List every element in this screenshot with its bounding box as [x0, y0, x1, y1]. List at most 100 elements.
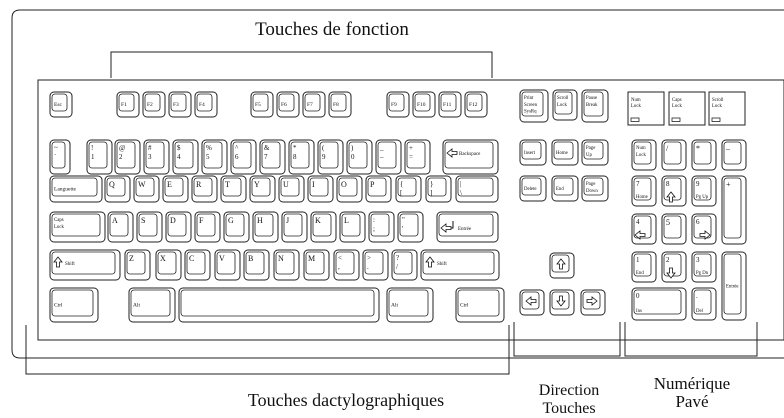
key-o[interactable]: O: [336, 175, 363, 203]
key-e[interactable]: E: [162, 175, 189, 203]
key-f7[interactable]: F7: [302, 91, 326, 118]
key-bracket-close[interactable]: }]: [425, 175, 452, 203]
key-esc[interactable]: Esc: [49, 91, 73, 118]
key-p[interactable]: P: [365, 175, 392, 203]
key-arrow-right[interactable]: [580, 289, 606, 316]
key-f4[interactable]: F4: [194, 91, 218, 118]
key-left-alt[interactable]: Alt: [128, 287, 176, 323]
key-num-enter[interactable]: Entrée: [721, 251, 747, 321]
key-f1[interactable]: F1: [116, 91, 140, 118]
key-num-8[interactable]: 8: [661, 175, 687, 207]
key-bracket-open[interactable]: {[: [395, 175, 422, 203]
key-u[interactable]: U: [278, 175, 305, 203]
key-h[interactable]: H: [252, 211, 279, 243]
key-enter[interactable]: Entrée: [436, 211, 499, 243]
key-number-0[interactable]: !1: [86, 139, 113, 175]
key-right-ctrl[interactable]: Ctrl: [455, 287, 505, 323]
key-f8[interactable]: F8: [328, 91, 352, 118]
key-period[interactable]: >.: [362, 249, 389, 281]
key-num-dot[interactable]: .Del: [691, 287, 717, 321]
key-number-11[interactable]: +=: [404, 139, 431, 175]
key-number-6[interactable]: &7: [259, 139, 286, 175]
key-num-3[interactable]: 3Pg Dn: [691, 251, 717, 283]
key-m[interactable]: M: [303, 249, 330, 281]
key-num-2[interactable]: 2: [661, 251, 687, 283]
key-f6[interactable]: F6: [276, 91, 300, 118]
key-i[interactable]: I: [307, 175, 334, 203]
key-left-shift[interactable]: Shift: [49, 249, 121, 281]
key-num-4[interactable]: 4: [631, 213, 657, 245]
key-insert[interactable]: Insert: [519, 139, 547, 166]
key-w[interactable]: W: [133, 175, 160, 203]
key-number-9[interactable]: )0: [346, 139, 373, 175]
key-backslash[interactable]: |\: [455, 175, 499, 203]
key-number-5[interactable]: ^6: [230, 139, 257, 175]
key-f[interactable]: F: [194, 211, 221, 243]
key-num-multiply[interactable]: *: [691, 139, 717, 171]
key-delete[interactable]: Delete: [519, 175, 547, 202]
key-number-1[interactable]: @2: [114, 139, 141, 175]
key-f5[interactable]: F5: [250, 91, 274, 118]
key-a[interactable]: A: [107, 211, 134, 243]
key-arrow-down[interactable]: [549, 289, 575, 316]
key-x[interactable]: X: [155, 249, 182, 281]
key-number-3[interactable]: $4: [172, 139, 199, 175]
key-r[interactable]: R: [191, 175, 218, 203]
key-number-2[interactable]: #3: [143, 139, 170, 175]
key-f12[interactable]: F12: [464, 91, 488, 118]
key-t[interactable]: T: [220, 175, 247, 203]
key-y[interactable]: Y: [249, 175, 276, 203]
key-comma[interactable]: <,: [333, 249, 360, 281]
key-slash[interactable]: ?/: [391, 249, 418, 281]
key-tilde[interactable]: ~`: [49, 139, 71, 175]
key-c[interactable]: C: [184, 249, 211, 281]
key-n[interactable]: N: [273, 249, 300, 281]
key-f2[interactable]: F2: [142, 91, 166, 118]
key-number-4[interactable]: %5: [201, 139, 228, 175]
key-end[interactable]: End: [551, 175, 579, 202]
key-z[interactable]: Z: [124, 249, 151, 281]
key-space[interactable]: [178, 287, 380, 323]
key-tab[interactable]: Languette: [49, 175, 103, 203]
key-number-10[interactable]: _–: [375, 139, 402, 175]
key-num-minus[interactable]: –: [721, 139, 747, 171]
key-semicolon[interactable]: :;: [368, 211, 395, 243]
key-b[interactable]: B: [243, 249, 270, 281]
key-j[interactable]: J: [281, 211, 308, 243]
key-num-divide[interactable]: /: [661, 139, 687, 171]
key-f9[interactable]: F9: [386, 91, 410, 118]
key-k[interactable]: K: [310, 211, 337, 243]
key-num-9[interactable]: 9Pg Up: [691, 175, 717, 207]
key-arrow-up[interactable]: [549, 252, 575, 279]
key-f11[interactable]: F11: [438, 91, 462, 118]
key-num-6[interactable]: 6: [691, 213, 717, 245]
key-backspace[interactable]: Backspace: [442, 139, 499, 175]
key-num-plus[interactable]: +: [721, 175, 747, 245]
key-v[interactable]: V: [214, 249, 241, 281]
key-d[interactable]: D: [165, 211, 192, 243]
key-f10[interactable]: F10: [412, 91, 436, 118]
key-q[interactable]: Q: [104, 175, 131, 203]
key-g[interactable]: G: [223, 211, 250, 243]
key-number-7[interactable]: *8: [288, 139, 315, 175]
key-home[interactable]: Home: [551, 139, 579, 166]
key-l[interactable]: L: [339, 211, 366, 243]
key-f3[interactable]: F3: [168, 91, 192, 118]
key-left-ctrl[interactable]: Ctrl: [49, 287, 99, 323]
key-quote[interactable]: "': [397, 211, 424, 243]
key-s[interactable]: S: [136, 211, 163, 243]
key-number-8[interactable]: (9: [317, 139, 344, 175]
key-arrow-left[interactable]: [519, 289, 545, 316]
key-right-alt[interactable]: Alt: [386, 287, 434, 323]
key-right-shift[interactable]: Shift: [420, 249, 500, 281]
